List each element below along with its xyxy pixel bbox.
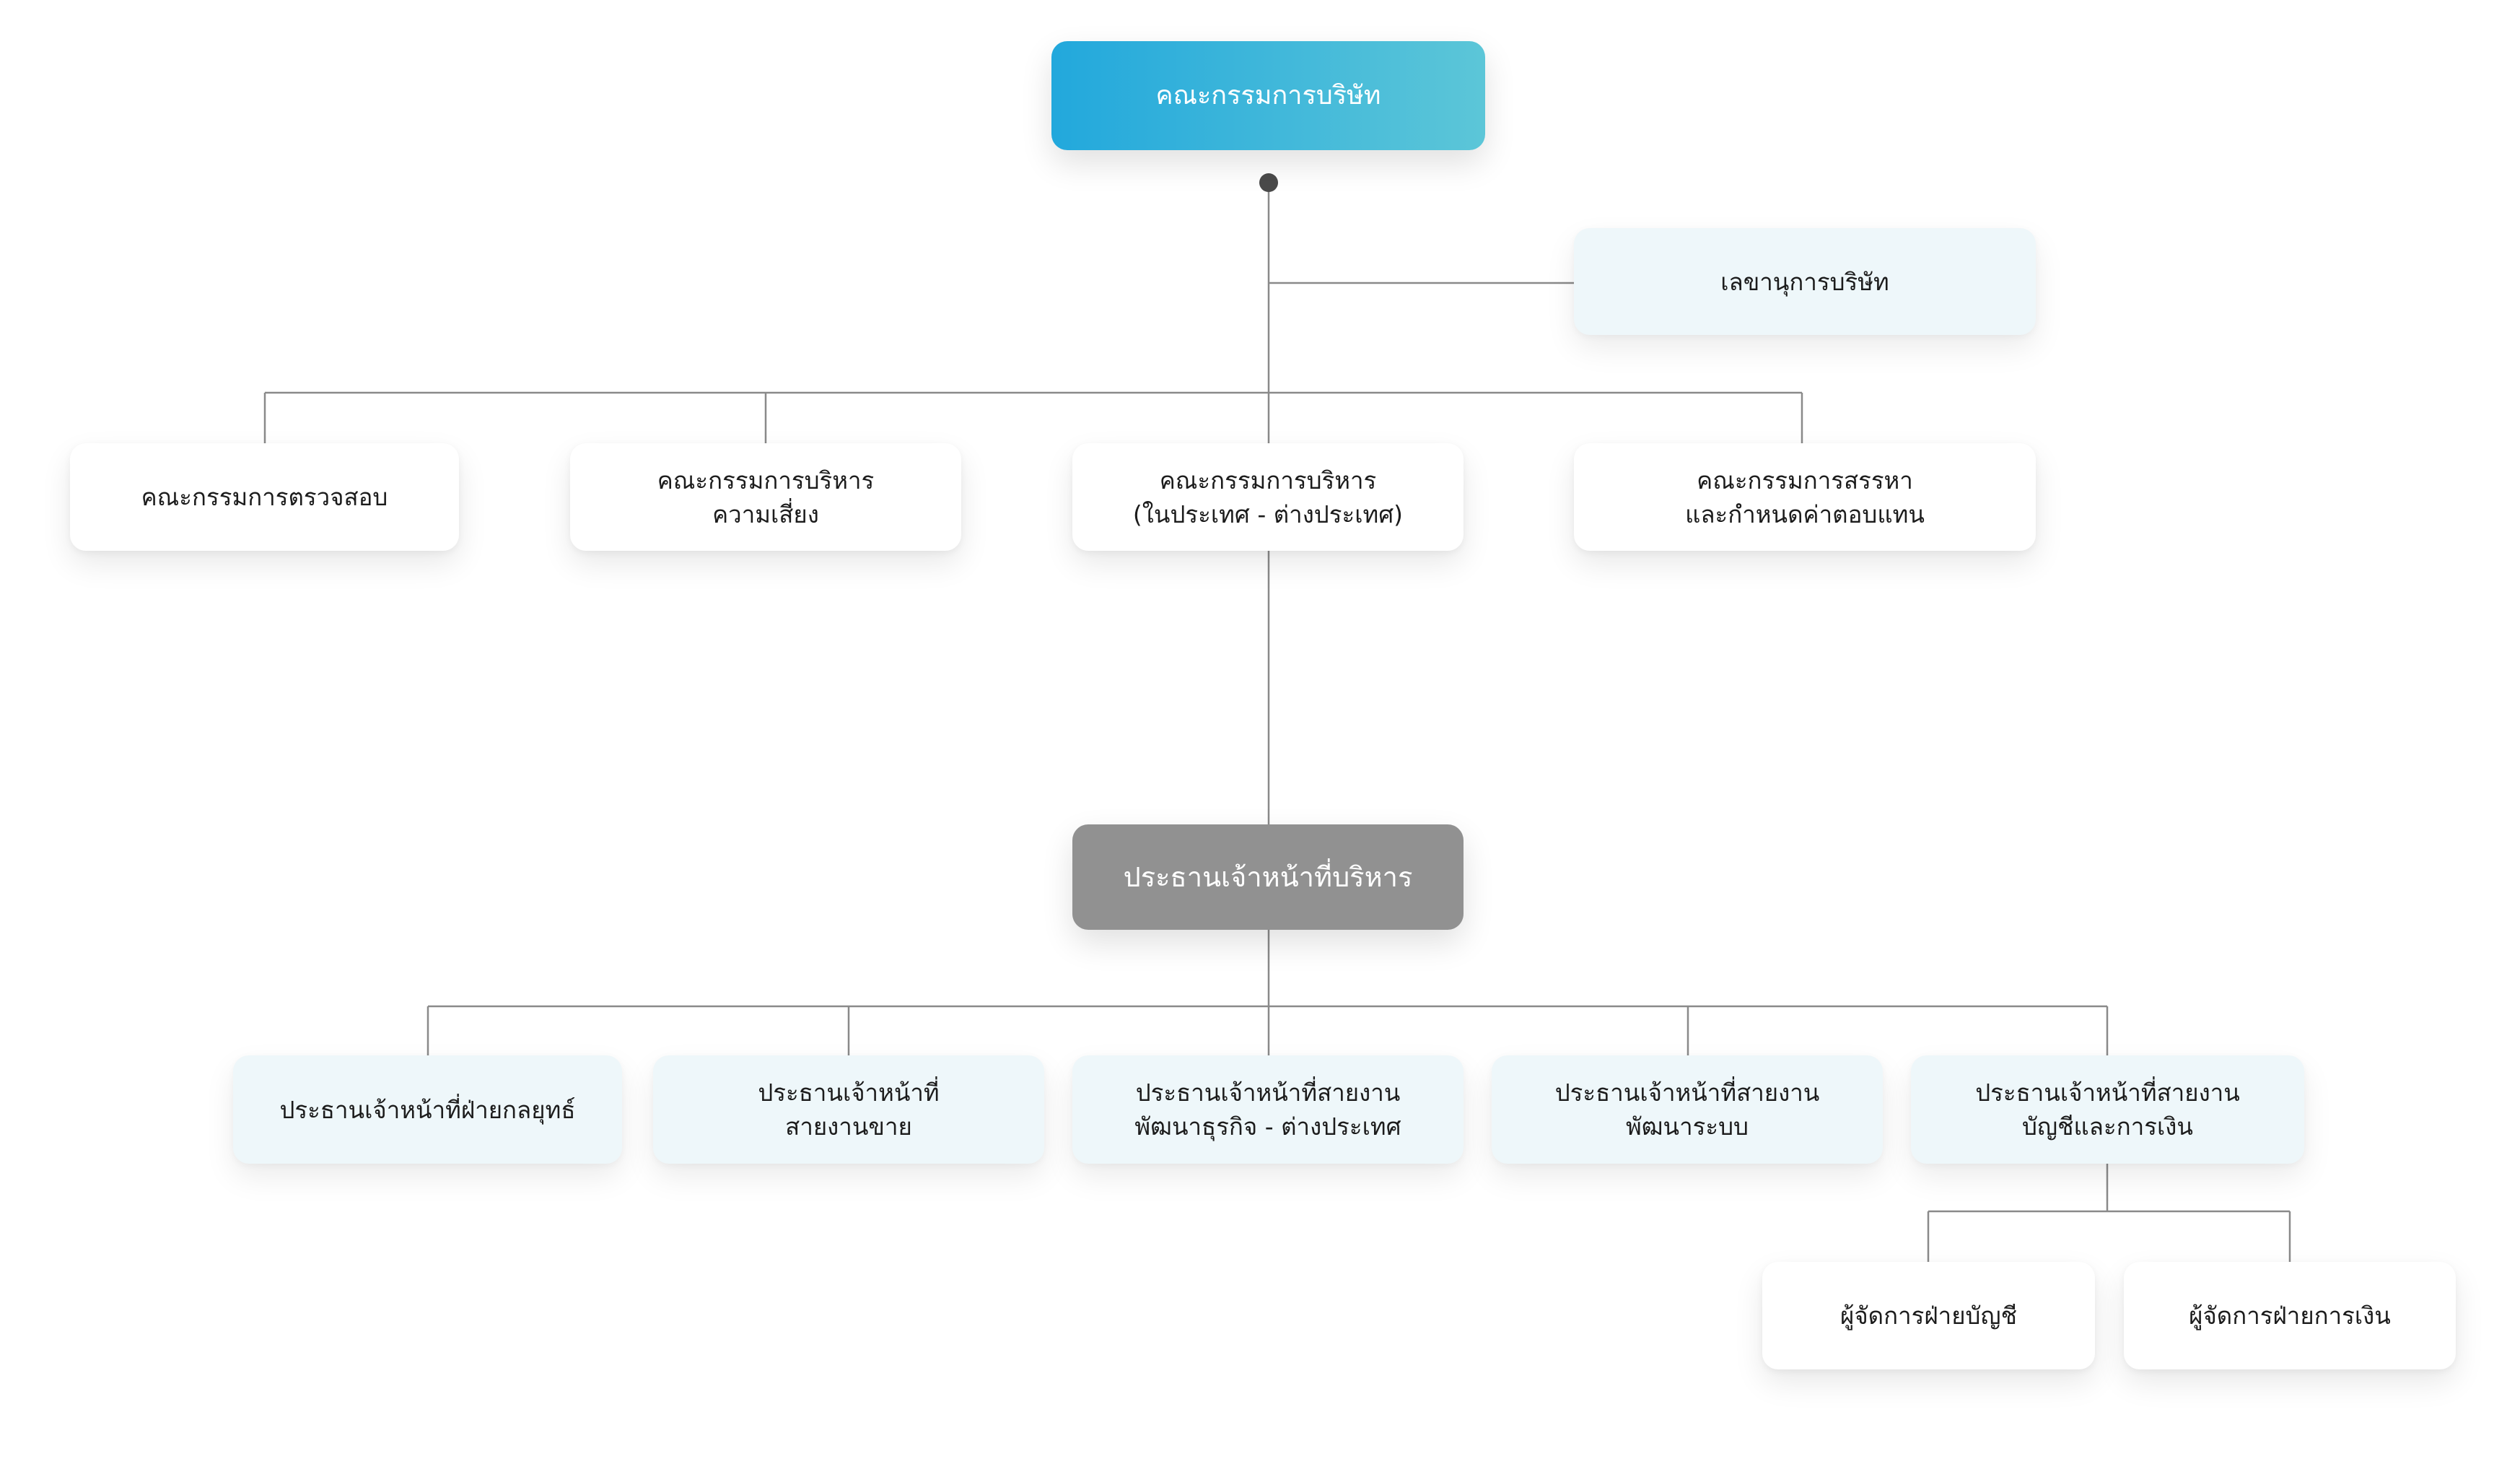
ceo-label: ประธานเจ้าหน้าที่บริหาร [1123,860,1413,893]
ceo-box: ประธานเจ้าหน้าที่บริหาร [1072,824,1464,930]
committee-label-line1: คณะกรรมการตรวจสอบ [141,483,388,511]
manager-label: ผู้จัดการฝ่ายบัญชี [1839,1302,2017,1330]
risk-management-committee-box: คณะกรรมการบริหาร ความเสี่ยง [570,443,961,551]
board-connector-dot [1259,173,1278,192]
executive-committee-box: คณะกรรมการบริหาร (ในประเทศ - ต่างประเทศ) [1072,443,1464,551]
officer-label-line2: สายงานขาย [785,1112,912,1141]
audit-committee-box: คณะกรรมการตรวจสอบ [70,443,459,551]
committee-label-line2: (ในประเทศ - ต่างประเทศ) [1132,500,1404,528]
committee-label-line2: ความเสี่ยง [712,500,819,528]
board-of-directors-box: คณะกรรมการบริษัท [1051,41,1485,150]
officer-label-line1: ประธานเจ้าหน้าที่สายงาน [1975,1079,2240,1107]
finance-manager-box: ผู้จัดการฝ่ายการเงิน [2124,1262,2456,1369]
committee-label-line2: และกำหนดค่าตอบแทน [1685,500,1925,528]
chief-strategy-officer-box: ประธานเจ้าหน้าที่ฝ่ายกลยุทธ์ [233,1055,622,1164]
officer-label-line2: พัฒนาระบบ [1625,1112,1749,1141]
committee-label-line1: คณะกรรมการบริหาร [1159,466,1377,494]
accounting-manager-box: ผู้จัดการฝ่ายบัญชี [1762,1262,2095,1369]
officer-label-line1: ประธานเจ้าหน้าที่ [758,1079,940,1107]
chief-systems-development-officer-box: ประธานเจ้าหน้าที่สายงาน พัฒนาระบบ [1492,1055,1883,1164]
chief-accounting-finance-officer-box: ประธานเจ้าหน้าที่สายงาน บัญชีและการเงิน [1911,1055,2304,1164]
officer-label-line1: ประธานเจ้าหน้าที่สายงาน [1135,1079,1401,1107]
secretary-label: เลขานุการบริษัท [1720,267,1889,296]
committee-label-line1: คณะกรรมการสรรหา [1697,466,1913,494]
board-label: คณะกรรมการบริษัท [1155,81,1381,110]
committee-label-line1: คณะกรรมการบริหาร [657,466,875,494]
officer-label-line1: ประธานเจ้าหน้าที่สายงาน [1554,1079,1820,1107]
chief-business-development-officer-box: ประธานเจ้าหน้าที่สายงาน พัฒนาธุรกิจ - ต่… [1072,1055,1464,1164]
company-secretary-box: เลขานุการบริษัท [1574,228,2036,335]
officer-label-line1: ประธานเจ้าหน้าที่ฝ่ายกลยุทธ์ [279,1095,576,1124]
officer-label-line2: บัญชีและการเงิน [2022,1112,2193,1141]
manager-label: ผู้จัดการฝ่ายการเงิน [2189,1302,2391,1330]
nomination-remuneration-committee-box: คณะกรรมการสรรหา และกำหนดค่าตอบแทน [1574,443,2036,551]
officer-label-line2: พัฒนาธุรกิจ - ต่างประเทศ [1134,1112,1401,1141]
chief-sales-officer-box: ประธานเจ้าหน้าที่ สายงานขาย [653,1055,1044,1164]
